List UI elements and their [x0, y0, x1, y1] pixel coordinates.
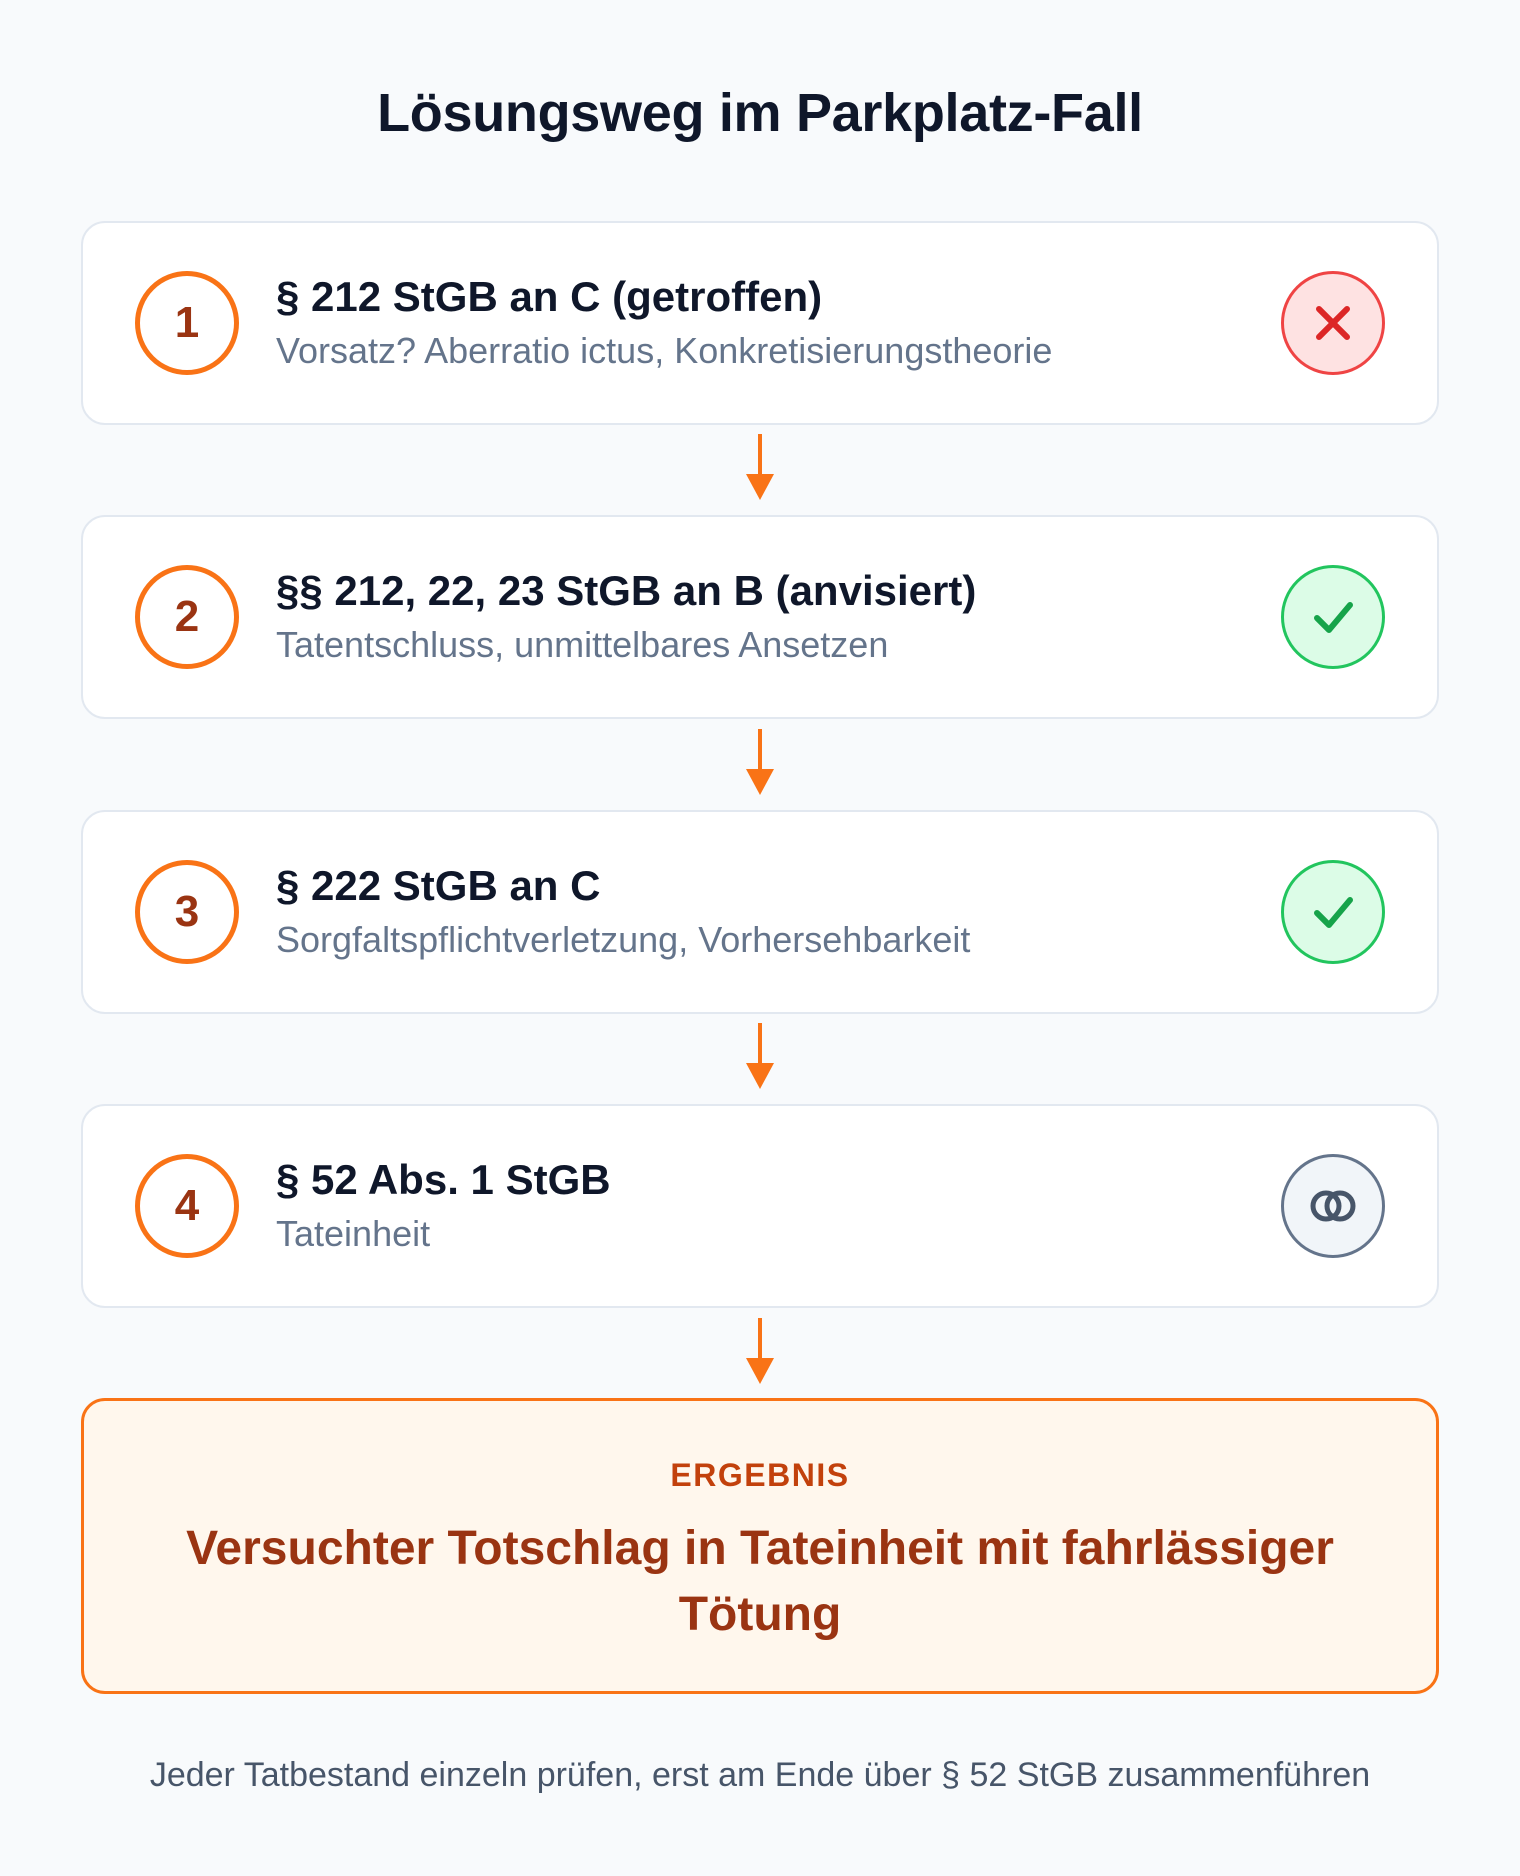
- step-card-4: 4 § 52 Abs. 1 StGB Tateinheit: [81, 1104, 1439, 1308]
- step-card-3: 3 § 222 StGB an C Sorgfaltspflichtverlet…: [81, 810, 1439, 1014]
- step-text: § 222 StGB an C Sorgfaltspflichtverletzu…: [276, 858, 1217, 966]
- step-subtitle: Vorsatz? Aberratio ictus, Konkretisierun…: [276, 330, 1053, 371]
- interlocked-rings-icon: [1310, 1190, 1356, 1222]
- step-card-1: 1 § 212 StGB an C (getroffen) Vorsatz? A…: [81, 221, 1439, 425]
- step-number-badge: 4: [135, 1154, 239, 1258]
- check-icon: [1314, 897, 1353, 928]
- step-number-badge: 3: [135, 860, 239, 964]
- step-text: § 52 Abs. 1 StGB Tateinheit: [276, 1152, 1217, 1260]
- page-title: Lösungsweg im Parkplatz-Fall: [377, 83, 1143, 143]
- step-title: § 52 Abs. 1 StGB: [276, 1156, 611, 1203]
- step-subtitle: Tatentschluss, unmittelbares Ansetzen: [276, 624, 889, 665]
- result-label: ERGEBNIS: [670, 1457, 850, 1493]
- down-arrow-icon: [746, 729, 774, 795]
- result-box: ERGEBNIS Versuchter Totschlag in Tateinh…: [81, 1398, 1439, 1694]
- step-title: § 212 StGB an C (getroffen): [276, 273, 823, 320]
- step-number-badge: 2: [135, 565, 239, 669]
- status-fail-badge: [1281, 271, 1385, 375]
- x-icon: [1316, 306, 1350, 340]
- step-title: § 222 StGB an C: [276, 862, 601, 909]
- status-merge-badge: [1281, 1154, 1385, 1258]
- step-text: §§ 212, 22, 23 StGB an B (anvisiert) Tat…: [276, 563, 1217, 671]
- step-card-2: 2 §§ 212, 22, 23 StGB an B (anvisiert) T…: [81, 515, 1439, 719]
- down-arrow-icon: [746, 1318, 774, 1384]
- down-arrow-icon: [746, 1023, 774, 1089]
- step-subtitle: Sorgfaltspflichtverletzung, Vorhersehbar…: [276, 919, 971, 960]
- step-text: § 212 StGB an C (getroffen) Vorsatz? Abe…: [276, 269, 1217, 377]
- status-pass-badge: [1281, 565, 1385, 669]
- down-arrow-icon: [746, 434, 774, 500]
- step-number-badge: 1: [135, 271, 239, 375]
- check-icon: [1314, 602, 1353, 633]
- step-subtitle: Tateinheit: [276, 1213, 431, 1254]
- result-text: Versuchter Totschlag in Tateinheit mit f…: [186, 1522, 1334, 1641]
- footer-note: Jeder Tatbestand einzeln prüfen, erst am…: [149, 1756, 1371, 1794]
- step-title: §§ 212, 22, 23 StGB an B (anvisiert): [276, 567, 977, 614]
- status-pass-badge: [1281, 860, 1385, 964]
